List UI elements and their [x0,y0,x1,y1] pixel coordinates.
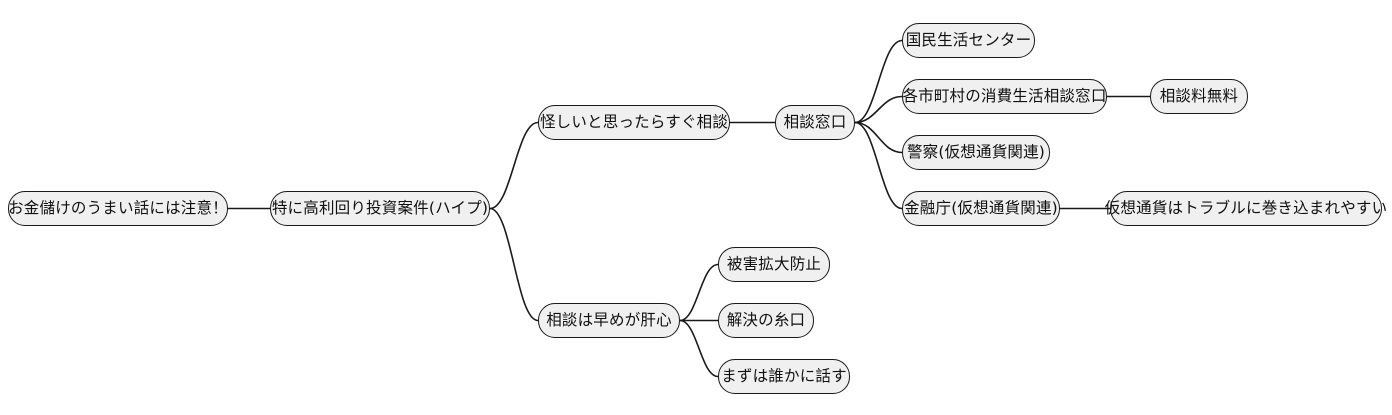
mindmap-node-kaiketsu[interactable]: 解決の糸口 [718,303,814,338]
mindmap-edge-madoguchi-to-shichoson [854,95,903,124]
mindmap-node-label: 怪しいと思ったらすぐ相談 [539,112,729,131]
mindmap-node-label: 仮想通貨はトラブルに巻き込まれやすい [1104,198,1388,217]
mindmap-edge-hyip-to-hayame [489,207,539,322]
mindmap-edge-madoguchi-to-kokumin [854,39,903,124]
mindmap-edge-hyip-to-soudan [489,121,539,210]
mindmap-node-madoguchi[interactable]: 相談窓口 [775,105,855,140]
mindmap-node-label: 相談は早めが肝心 [546,310,672,329]
mindmap-edge-hayame-to-higai [679,263,719,322]
mindmap-node-label: 各市町村の消費生活相談窓口 [902,86,1107,105]
mindmap-edge-hayame-to-hanasu [679,319,719,378]
mindmap-node-label: 相談窓口 [783,112,847,131]
mindmap-edge-madoguchi-to-keisatsu [854,121,903,154]
mindmap-node-hayame[interactable]: 相談は早めが肝心 [538,303,680,338]
mindmap-node-higai[interactable]: 被害拡大防止 [718,247,830,282]
mindmap-node-label: 解決の糸口 [726,310,806,329]
mindmap-node-label: お金儲けのうまい話には注意！ [8,198,228,217]
mindmap-node-kokumin[interactable]: 国民生活センター [902,23,1035,58]
mindmap-node-trouble[interactable]: 仮想通貨はトラブルに巻き込まれやすい [1105,191,1387,226]
mindmap-node-label: 警察(仮想通貨関連) [906,142,1046,161]
mindmap-node-root[interactable]: お金儲けのうまい話には注意！ [8,191,228,226]
mindmap-node-label: 特に高利回り投資案件(ハイプ) [271,198,489,217]
mindmap-node-keisatsu[interactable]: 警察(仮想通貨関連) [902,135,1050,170]
mindmap-node-label: 相談料無料 [1159,86,1239,105]
mindmap-node-hanasu[interactable]: まずは誰かに話す [718,359,850,394]
mindmap-node-label: 金融庁(仮想通貨関連) [904,198,1058,217]
mindmap-edge-madoguchi-to-kinyucho [854,121,903,210]
mindmap-node-label: まずは誰かに話す [721,366,847,385]
mindmap-node-soudan[interactable]: 怪しいと思ったらすぐ相談 [538,105,730,140]
mindmap-node-muryo[interactable]: 相談料無料 [1150,79,1248,114]
mindmap-node-label: 国民生活センター [905,30,1032,49]
mindmap-node-shichoson[interactable]: 各市町村の消費生活相談窓口 [902,79,1107,114]
mindmap-node-kinyucho[interactable]: 金融庁(仮想通貨関連) [902,191,1060,226]
mindmap-node-label: 被害拡大防止 [726,254,822,273]
mindmap-node-hyip[interactable]: 特に高利回り投資案件(ハイプ) [270,191,490,226]
